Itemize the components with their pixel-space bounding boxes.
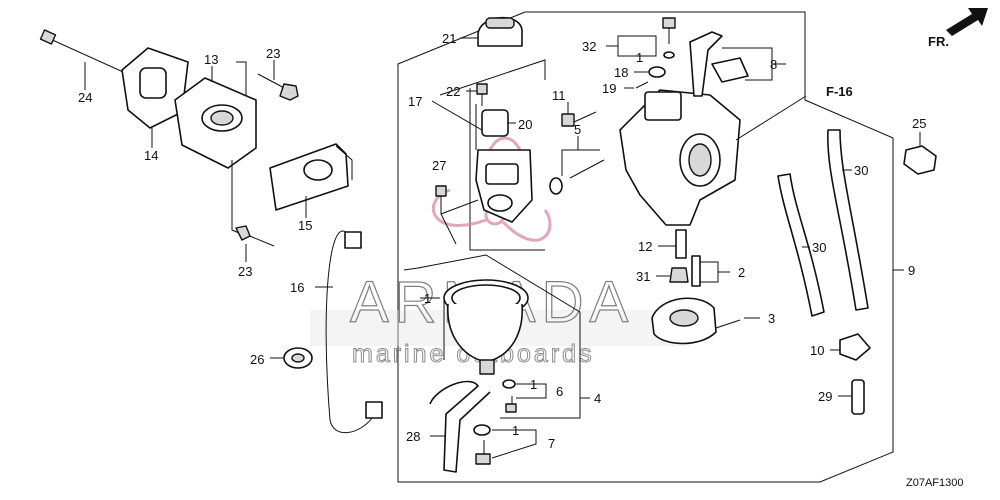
callout-17: 17 (408, 94, 422, 109)
callout-30-right: 30 (854, 163, 868, 178)
callout-3: 3 (768, 311, 775, 326)
callout-2: 2 (738, 265, 745, 280)
callout-23-bottom: 23 (238, 264, 252, 279)
callout-14: 14 (144, 148, 158, 163)
part-23-bolt-top (257, 60, 299, 101)
part-15-plate (269, 143, 353, 218)
callout-18: 18 (614, 65, 628, 80)
callout-1-drain: 1 (530, 377, 537, 392)
callout-16: 16 (290, 280, 304, 295)
callout-22: 22 (446, 84, 460, 99)
callout-4: 4 (594, 391, 601, 406)
part-18-spring (634, 66, 666, 78)
callout-23-top: 23 (266, 46, 280, 61)
callout-28: 28 (406, 429, 420, 444)
callout-12: 12 (638, 239, 652, 254)
part-3-float (651, 297, 760, 345)
front-direction-label: FR. (928, 34, 949, 49)
callout-labels: 24 14 13 23 23 15 16 26 21 17 22 20 27 1… (78, 31, 963, 489)
part-23-bolt-bottom (235, 225, 275, 262)
callout-29: 29 (818, 389, 832, 404)
callout-6: 6 (556, 384, 563, 399)
part-24-long-bolt (39, 29, 133, 90)
part-19-pin (624, 81, 649, 89)
part-27-screw (435, 185, 479, 245)
callout-11: 11 (552, 88, 566, 103)
callout-1-screw: 1 (636, 50, 643, 65)
callout-30-left: 30 (812, 240, 826, 255)
callout-13: 13 (204, 52, 218, 67)
callout-32: 32 (582, 39, 596, 54)
reference-f16: F-16 (826, 84, 853, 99)
part-30-fuel-tubes (777, 129, 869, 317)
part-21-cover (460, 16, 523, 47)
callout-15: 15 (298, 218, 312, 233)
part-11-screw (561, 102, 597, 127)
callout-25: 25 (912, 116, 926, 131)
part-25-clip (903, 132, 937, 175)
part-17-solenoid-assembly (431, 100, 533, 223)
part-22-screw (466, 83, 488, 106)
part-14-gasket (121, 47, 189, 148)
part-26-clamp (270, 347, 313, 369)
part-8-choke-lever (689, 31, 786, 97)
callout-20: 20 (518, 117, 532, 132)
callout-7: 7 (548, 436, 555, 451)
callout-9: 9 (908, 263, 915, 278)
assembly-frame (397, 11, 894, 483)
callout-31: 31 (636, 269, 650, 284)
callout-5: 5 (574, 122, 581, 137)
callout-8: 8 (770, 57, 777, 72)
part-5-pilot-screw (549, 136, 605, 195)
part-13-insulator (174, 61, 257, 237)
part-6-drain-screw (502, 379, 547, 413)
callout-26: 26 (250, 352, 264, 367)
part-2-float-valve (691, 255, 730, 287)
part-16-wire-harness (315, 230, 383, 434)
part-32-screw-set (606, 17, 676, 59)
part-7-drain-bolt (473, 424, 537, 465)
part-28-drain-tube (429, 380, 491, 473)
callout-1-bolt: 1 (512, 423, 519, 438)
callout-24: 24 (78, 90, 92, 105)
part-12-main-jet (658, 229, 687, 259)
front-direction-arrow-icon (946, 8, 988, 36)
part-4-float-bowl (403, 254, 590, 419)
callout-27: 27 (432, 158, 446, 173)
callout-10: 10 (810, 343, 824, 358)
callout-1-bowl: 1 (424, 291, 431, 306)
part-10-fuel-joint (830, 333, 871, 361)
part-carburetor-body (619, 89, 807, 226)
callout-19: 19 (602, 81, 616, 96)
part-29-tube (838, 379, 865, 415)
diagram-code: Z07AF1300 (906, 477, 963, 489)
part-31-jet (656, 267, 689, 283)
part-20-solenoid (481, 109, 516, 137)
callout-21: 21 (442, 31, 456, 46)
